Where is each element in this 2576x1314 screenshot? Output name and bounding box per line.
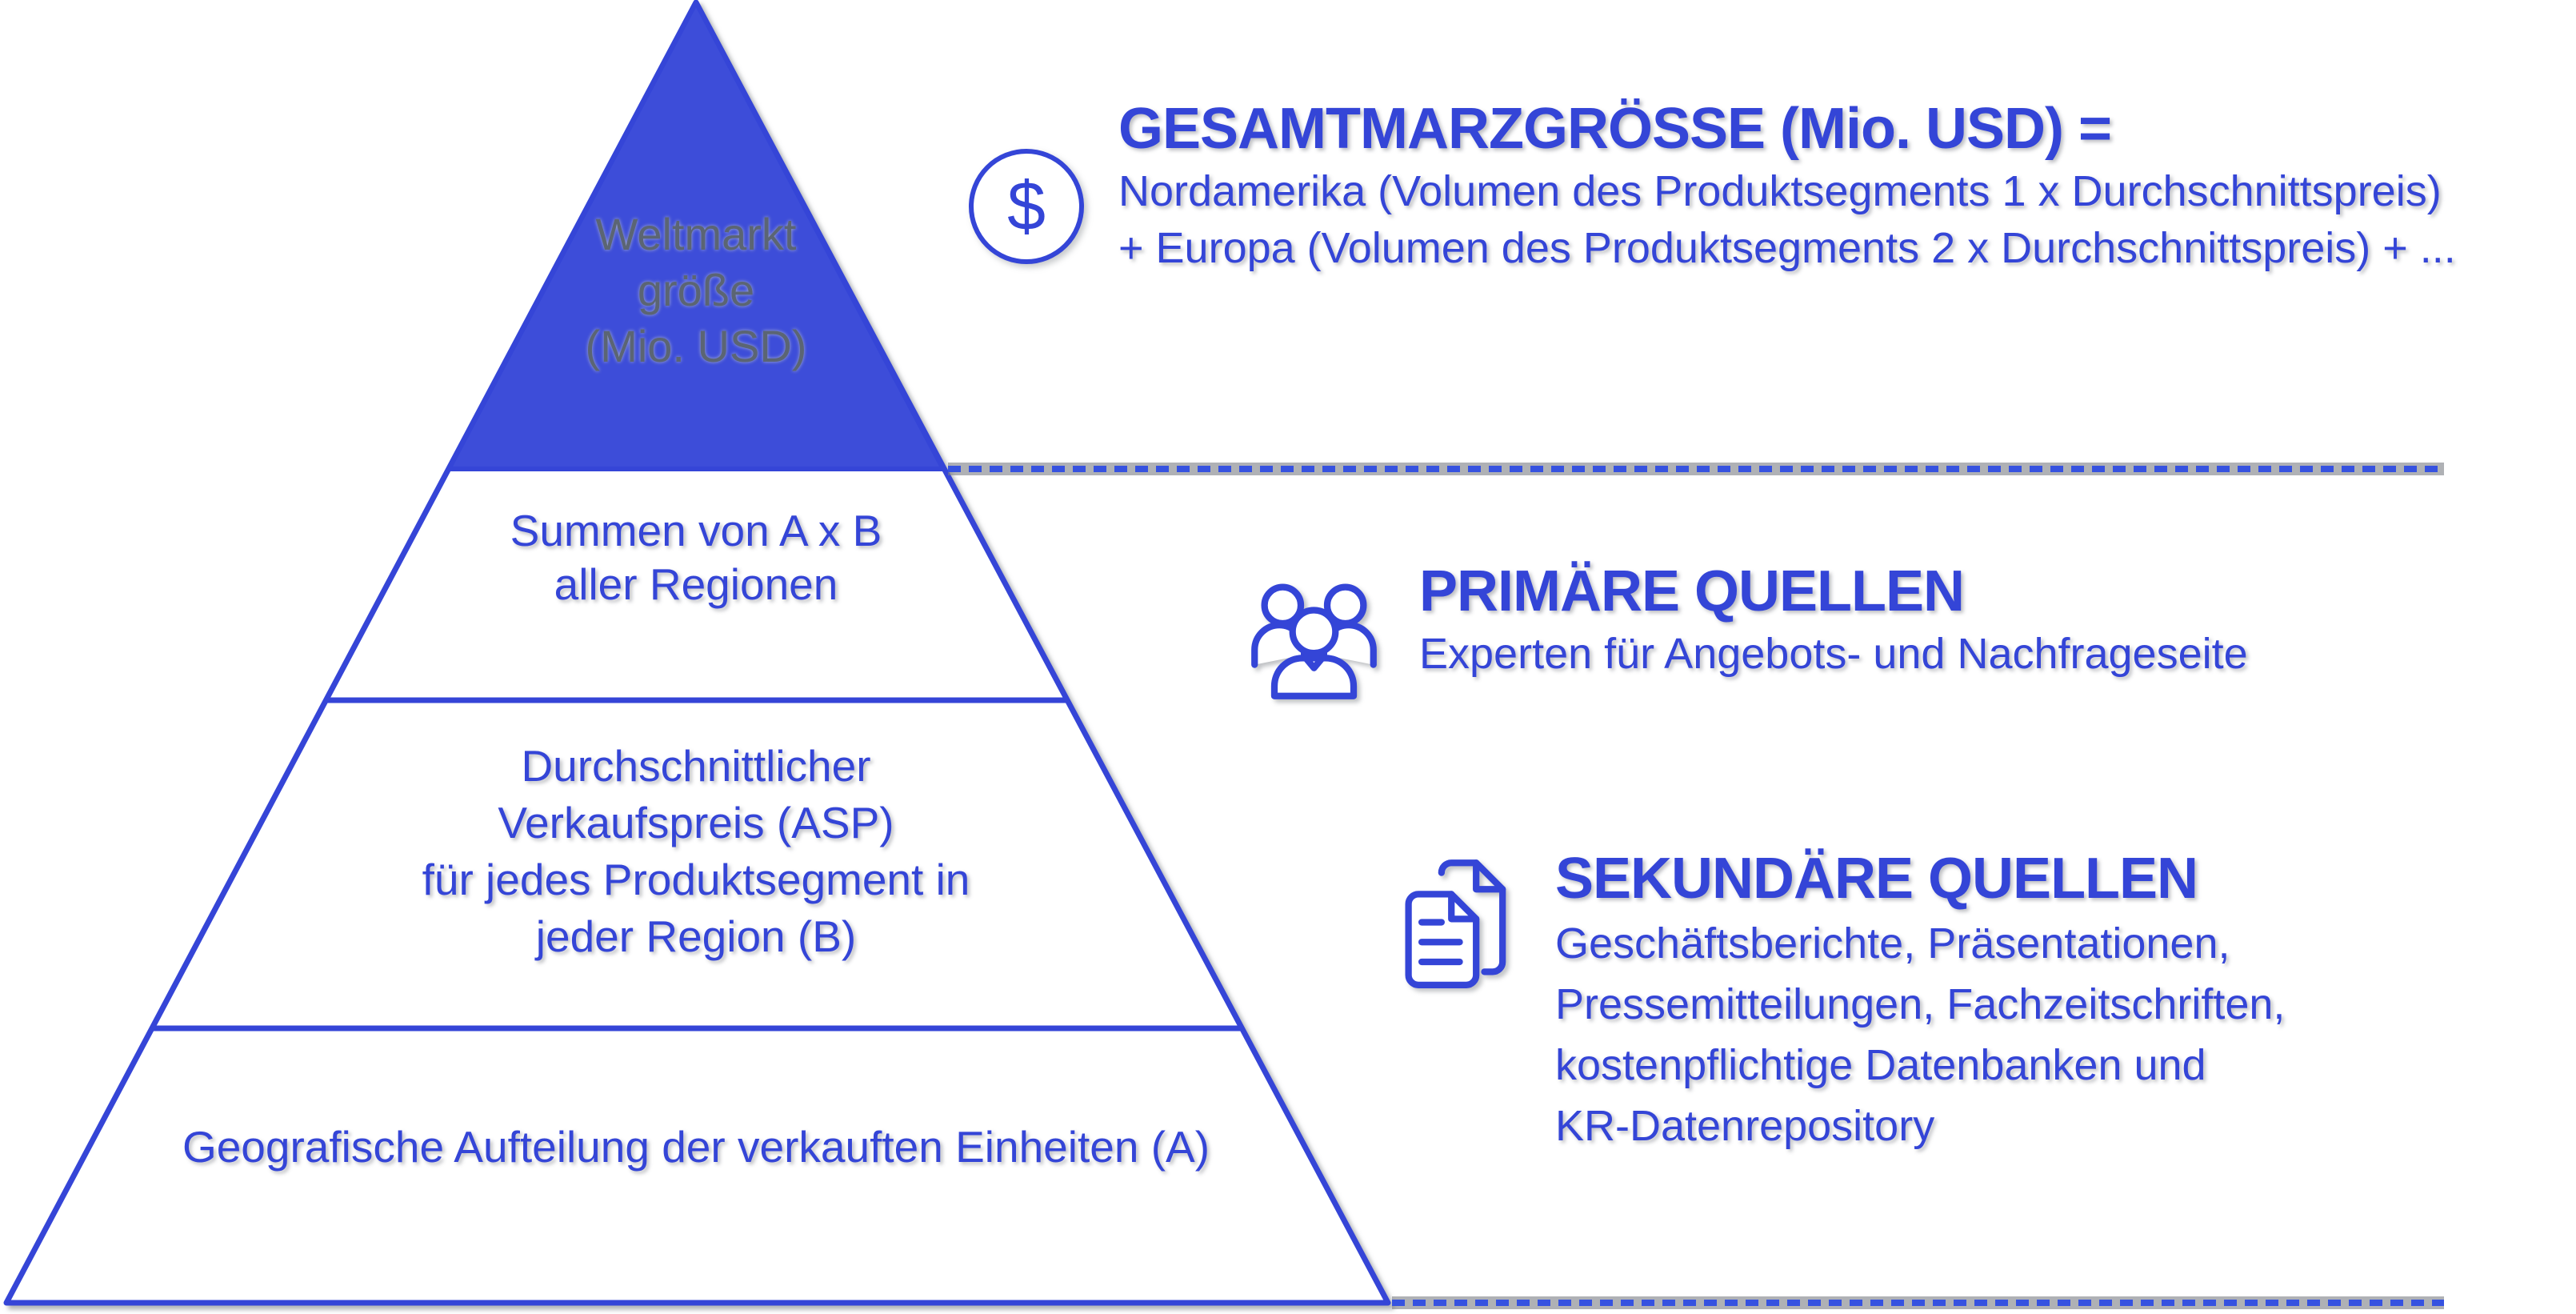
secondary-sources-line-2: Pressemitteilungen, Fachzeitschriften, [1555,980,2286,1028]
pyramid-top-label: Weltmarkt größe (Mio. USD) [416,206,976,375]
secondary-sources-line-1: Geschäftsberichte, Präsentationen, [1555,919,2230,967]
pyramid-level3-line-3: für jedes Produktsegment in [422,855,970,904]
pyramid-top-label-line-3: (Mio. USD) [585,321,807,371]
primary-sources-block: PRIMÄRE QUELLEN Experten für Angebots- u… [1419,557,2539,683]
secondary-sources-title: SEKUNDÄRE QUELLEN [1555,847,2198,911]
pyramid-top-label-line-2: größe [637,265,755,315]
secondary-sources-line-4: KR-Datenrepository [1555,1102,1935,1150]
pyramid-outline [3,0,1391,1306]
pyramid-level3-line-1: Durchschnittlicher [521,741,871,791]
primary-sources-title: PRIMÄRE QUELLEN [1419,559,1965,623]
formula-title: GESAMTMARZGRÖSSE (Mio. USD) = [1118,97,2112,161]
dollar-icon: $ [969,149,1084,264]
people-icon-collar [1302,655,1326,671]
documents-icon [1405,859,1506,988]
secondary-sources-line-3: kostenpflichtige Datenbanken und [1555,1041,2206,1089]
pyramid-level2-line-2: aller Regionen [554,559,838,609]
documents-icon-back-fold [1473,859,1506,893]
formula-line-1: Nordamerika (Volumen des Produktsegments… [1118,167,2442,215]
primary-sources-subtitle: Experten für Angebots- und Nachfrageseit… [1419,630,2248,678]
pyramid-level2-label: Summen von A x B aller Regionen [336,504,1056,611]
people-icon [1251,583,1377,699]
pyramid-level3-line-4: jeder Region (B) [535,911,857,961]
pyramid-top-label-line-1: Weltmarkt [595,209,797,259]
pyramid-level4-line-1: Geografische Aufteilung der verkauften E… [182,1122,1210,1172]
pyramid-top-segment [446,0,946,471]
pyramid-level3-label: Durchschnittlicher Verkaufspreis (ASP) f… [136,738,1256,965]
documents-icon-front-fold [1448,891,1480,923]
top-guide-shadow-band [948,463,2444,475]
pyramid-level2-line-1: Summen von A x B [510,506,882,555]
dollar-icon-glyph: $ [1007,167,1046,245]
pyramid-level4-label: Geografische Aufteilung der verkauften E… [16,1119,1376,1175]
people-icon-front-head [1289,607,1339,657]
secondary-sources-block: SEKUNDÄRE QUELLEN Geschäftsberichte, Prä… [1555,844,2576,1156]
formula-block: GESAMTMARZGRÖSSE (Mio. USD) = Nordamerik… [1118,94,2576,277]
formula-line-2: + Europa (Volumen des Produktsegments 2 … [1118,224,2456,272]
pyramid-level3-line-2: Verkaufspreis (ASP) [498,798,894,847]
